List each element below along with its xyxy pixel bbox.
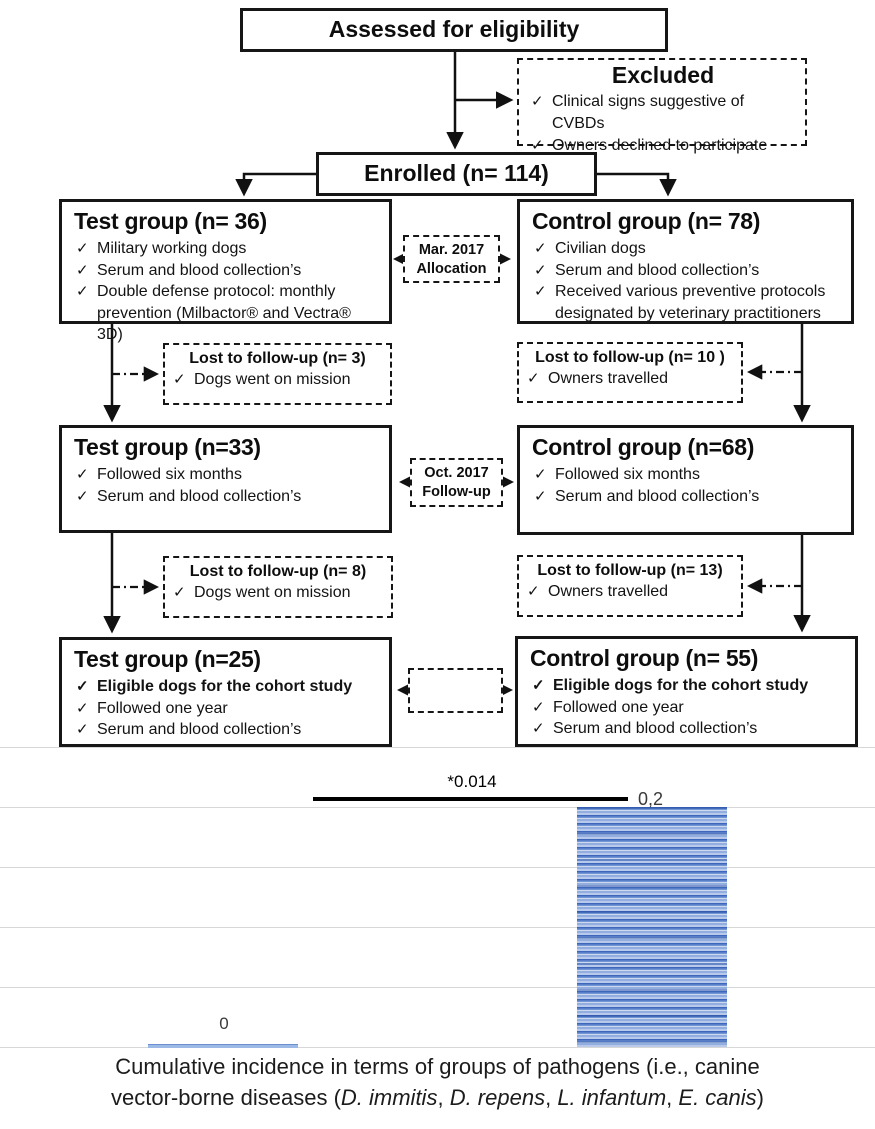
check-icon: ✓ [531, 93, 544, 110]
check-icon: ✓ [76, 699, 89, 717]
list-item: ✓Military working dogs [74, 238, 379, 260]
assessed-box: Assessed for eligibility [240, 8, 668, 52]
list-item: ✓Eligible dogs for the cohort study [74, 676, 379, 698]
box-title: Test group (n=25) [74, 646, 261, 672]
list-item: ✓Serum and blood collection’s [74, 260, 379, 282]
lost-followup-1-right-box: Lost to follow-up (n= 10 ) ✓Owners trave… [517, 342, 743, 403]
check-icon: ✓ [76, 487, 89, 505]
control-bar-value-label: 0,2 [638, 789, 664, 809]
test-bar-value-label: 0 [219, 1014, 229, 1033]
gridline-025 [0, 747, 875, 748]
check-icon: ✓ [173, 584, 186, 601]
lost-title: Lost to follow-up (n= 3) [189, 350, 366, 367]
list-item: ✓Clinical signs suggestive of CVBDs [531, 93, 745, 132]
box-title: Control group (n=68) [532, 434, 755, 460]
control-group-2-box: Control group (n=68) ✓Followed six month… [517, 425, 854, 535]
lost-followup-2-left-box: Lost to follow-up (n= 8) ✓Dogs went on m… [163, 556, 393, 618]
box-title: Control group (n= 55) [530, 645, 759, 671]
check-icon: ✓ [76, 240, 89, 257]
arrow-enrolled-to-test1 [235, 172, 316, 197]
check-icon: ✓ [76, 261, 89, 279]
check-icon: ✓ [534, 283, 547, 300]
list-item: ✓Eligible dogs for the cohort study [530, 675, 845, 697]
gridline-005 [0, 987, 875, 988]
followup-label: Follow-up [422, 484, 491, 500]
check-icon: ✓ [532, 720, 545, 737]
list-item: ✓Serum and blood collection’s [74, 486, 379, 508]
check-icon: ✓ [76, 283, 89, 300]
followup-box: Oct. 2017 Follow-up [410, 458, 503, 507]
lost-title: Lost to follow-up (n= 13) [537, 562, 723, 579]
allocation-label: Allocation [416, 261, 487, 277]
check-icon: ✓ [173, 371, 186, 388]
list-item: ✓Serum and blood collection’s [532, 260, 841, 282]
box-title: Test group (n= 36) [74, 208, 267, 234]
check-icon: ✓ [534, 466, 547, 483]
flowchart-connectors [103, 52, 811, 698]
list-item: ✓Dogs went on mission [173, 371, 351, 388]
list-item: ✓Serum and blood collection’s [532, 486, 841, 508]
lost-followup-2-right-box: Lost to follow-up (n= 13) ✓Owners travel… [517, 555, 743, 617]
check-icon: ✓ [527, 583, 540, 600]
allocation-date: Mar. 2017 [418, 242, 485, 258]
list-item: ✓Followed six months [74, 464, 379, 486]
list-item: ✓Owners travelled [527, 583, 669, 600]
gridline-010 [0, 927, 875, 928]
chart-caption: Cumulative incidence in terms of groups … [0, 1051, 875, 1113]
followup-date: Oct. 2017 [424, 465, 489, 481]
enrolled-title: Enrolled (n= 114) [364, 160, 549, 186]
excluded-title: Excluded [611, 62, 715, 88]
lost-title: Lost to follow-up (n= 10 ) [535, 349, 725, 366]
control-group-1-box: Control group (n= 78) ✓Civilian dogs ✓Se… [517, 199, 854, 324]
list-item: ✓Owners travelled [527, 370, 669, 387]
list-item: ✓Double defense protocol: monthly preven… [76, 283, 351, 343]
excluded-box: Excluded ✓Clinical signs suggestive of C… [517, 58, 807, 154]
check-icon: ✓ [532, 698, 545, 716]
check-icon: ✓ [534, 261, 547, 279]
enrolled-box: Enrolled (n= 114) [316, 152, 597, 196]
list-item: ✓Owners declined to participate [529, 135, 797, 157]
list-item: ✓Serum and blood collection’s [74, 719, 379, 741]
control-group-3-box: Control group (n= 55) ✓Eligible dogs for… [515, 636, 858, 747]
check-icon: ✓ [76, 466, 89, 483]
list-item: ✓Civilian dogs [532, 238, 841, 260]
check-icon: ✓ [534, 240, 547, 257]
box-title: Test group (n=33) [74, 434, 261, 460]
list-item: ✓Followed one year [530, 697, 845, 719]
list-item: ✓Serum and blood collection’s [530, 718, 845, 740]
list-item: ✓Followed one year [74, 698, 379, 720]
allocation-box: Mar. 2017 Allocation [403, 235, 500, 283]
test-group-3-box: Test group (n=25) ✓Eligible dogs for the… [59, 637, 392, 747]
check-icon: ✓ [532, 677, 545, 694]
significance-bracket-line [313, 797, 628, 801]
lost-followup-1-left-box: Lost to follow-up (n= 3) ✓Dogs went on m… [163, 343, 392, 405]
check-icon: ✓ [534, 487, 547, 505]
check-icon: ✓ [527, 370, 540, 387]
list-item: ✓Dogs went on mission [173, 584, 351, 601]
check-icon: ✓ [76, 678, 89, 695]
significance-p-value: *0.014 [447, 772, 497, 791]
test-group-2-box: Test group (n=33) ✓Followed six months ✓… [59, 425, 392, 533]
box-title: Control group (n= 78) [532, 208, 761, 234]
control-group-bar [577, 807, 727, 1047]
test-group-1-box: Test group (n= 36) ✓Military working dog… [59, 199, 392, 343]
gridline-015 [0, 867, 875, 868]
analysis-box [408, 668, 503, 713]
gridline-000-baseline [0, 1047, 875, 1048]
test-group-bar [148, 1044, 298, 1048]
assessed-title: Assessed for eligibility [328, 16, 580, 42]
list-item: ✓Followed six months [532, 464, 841, 486]
list-item: ✓Received various preventive protocols d… [534, 283, 826, 322]
check-icon: ✓ [531, 137, 544, 154]
arrow-enrolled-to-control1 [597, 172, 677, 197]
chart-caption-line1: Cumulative incidence in terms of groups … [115, 1054, 760, 1079]
lost-title: Lost to follow-up (n= 8) [189, 563, 367, 580]
check-icon: ✓ [76, 721, 89, 738]
chart-caption-line2: vector-borne diseases (D. immitis, D. re… [111, 1085, 764, 1110]
gridline-020 [0, 807, 875, 808]
